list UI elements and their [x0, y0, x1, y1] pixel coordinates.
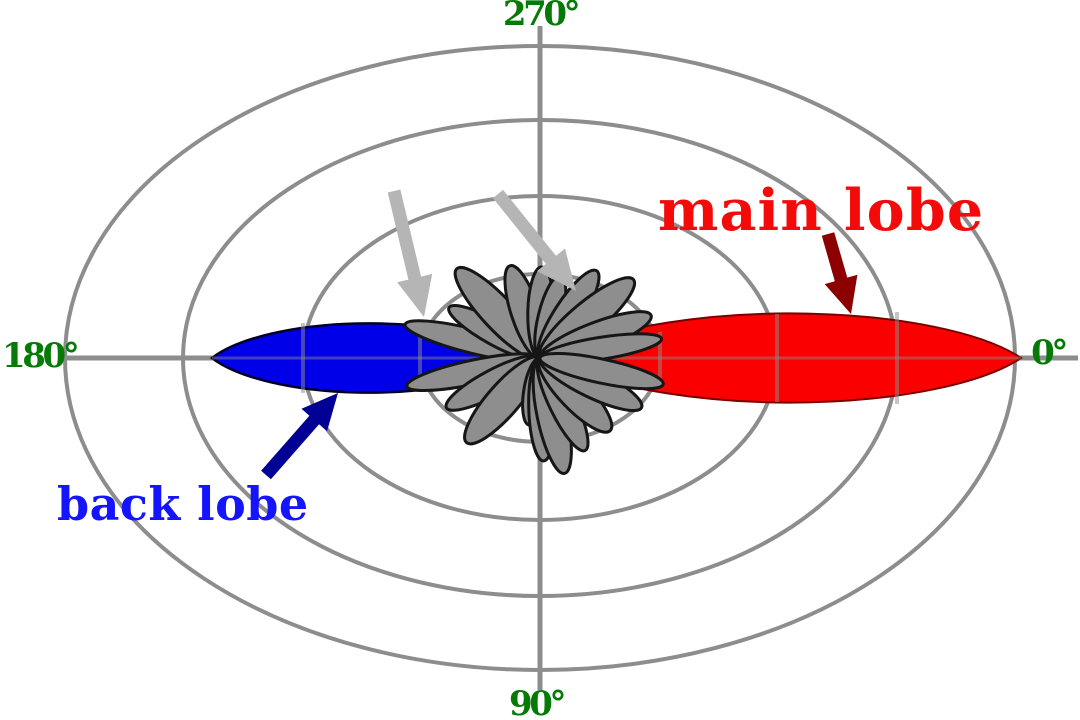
main-lobe-arrow — [821, 232, 858, 314]
angle-label-90: 90° — [508, 684, 567, 720]
angle-label-0: 0° — [1031, 333, 1068, 373]
angle-label-180: 180° — [2, 336, 80, 376]
back-lobe-arrow — [261, 393, 338, 480]
main-lobe-label: main lobe — [658, 177, 985, 244]
angle-label-270: 270° — [502, 0, 581, 34]
side-lobe-arrow-right — [492, 189, 576, 291]
side-lobe-petal — [538, 352, 665, 391]
side-lobes — [403, 264, 665, 476]
annotation-arrows — [261, 189, 858, 480]
back-lobe-label: back lobe — [57, 477, 309, 531]
side-lobe-arrow-left — [387, 189, 433, 317]
